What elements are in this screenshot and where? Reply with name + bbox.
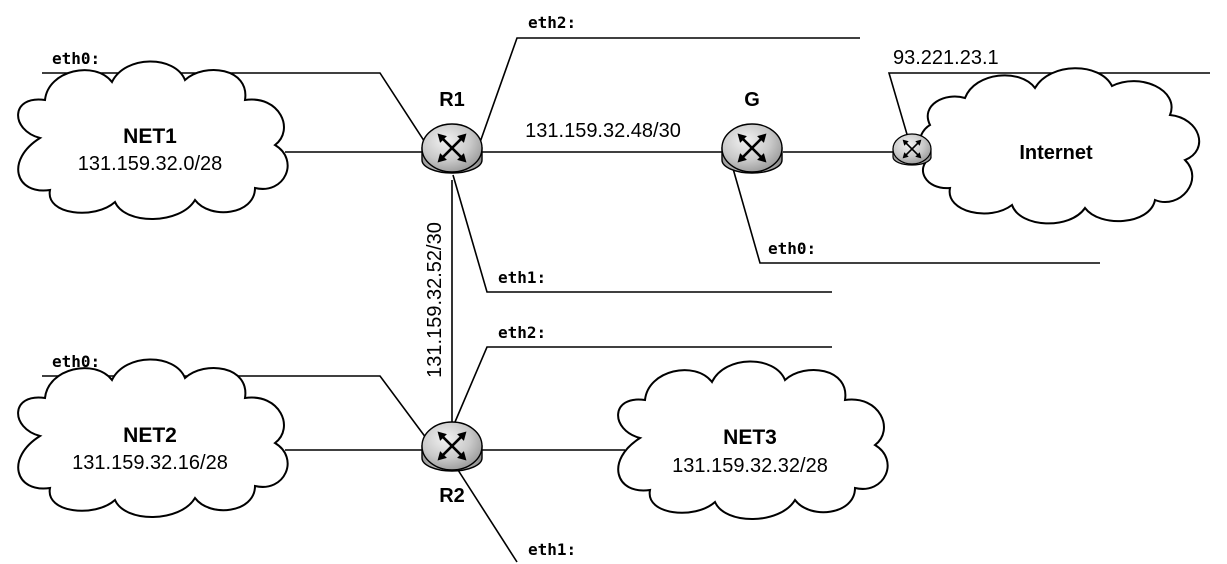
router-r2-label: R2 bbox=[439, 485, 465, 507]
links bbox=[285, 151, 893, 451]
r2-eth2-leader bbox=[454, 346, 832, 423]
r2-eth1-leader bbox=[457, 469, 518, 563]
router-r2-icon bbox=[421, 421, 483, 472]
r2-eth2-label: eth2: bbox=[498, 323, 546, 342]
internet-uplink-leader bbox=[887, 72, 1210, 149]
r1-eth1-label: eth1: bbox=[498, 268, 546, 287]
router-r1-icon bbox=[421, 123, 483, 174]
r1-eth2-leader bbox=[477, 37, 860, 149]
g-eth0-label: eth0: bbox=[768, 239, 816, 258]
internet-gateway-router-icon bbox=[892, 133, 932, 166]
r2-eth1-label: eth1: bbox=[528, 540, 576, 559]
router-r1-label: R1 bbox=[439, 89, 465, 111]
net3-cidr: 131.159.32.32/28 bbox=[672, 455, 828, 477]
router-g-label: G bbox=[744, 89, 760, 111]
net1-cloud bbox=[17, 60, 289, 220]
r2-eth0-label: eth0: bbox=[52, 352, 100, 371]
internet-name: Internet bbox=[1019, 142, 1093, 164]
r1-g-link-cidr: 131.159.32.48/30 bbox=[525, 120, 681, 142]
r1-eth2-label: eth2: bbox=[528, 13, 576, 32]
g-eth0-leader bbox=[731, 164, 1100, 264]
router-g-icon bbox=[721, 123, 783, 174]
r1-r2-link-cidr: 131.159.32.52/30 bbox=[424, 222, 446, 378]
r1-eth0-label: eth0: bbox=[52, 49, 100, 68]
internet-cloud bbox=[918, 67, 1201, 225]
uplink-address: 93.221.23.1 bbox=[893, 47, 999, 69]
net2-cloud bbox=[17, 358, 289, 518]
net1-name: NET1 bbox=[123, 125, 177, 148]
net1-cidr: 131.159.32.0/28 bbox=[78, 153, 223, 175]
net3-name: NET3 bbox=[723, 426, 777, 449]
net3-cloud bbox=[617, 360, 889, 520]
net2-name: NET2 bbox=[123, 424, 177, 447]
r1-eth1-leader bbox=[452, 174, 832, 293]
net2-cidr: 131.159.32.16/28 bbox=[72, 452, 228, 474]
